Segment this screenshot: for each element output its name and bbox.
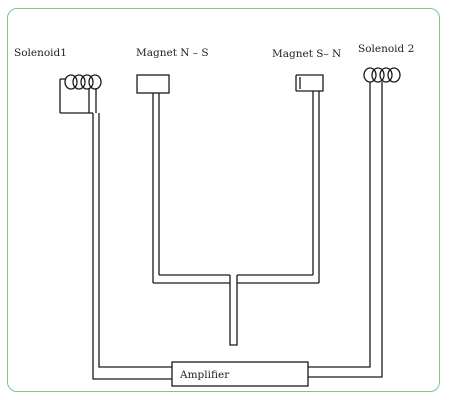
crossbar (153, 274, 319, 284)
magnet-ns (136, 74, 170, 283)
solenoid2-label: Solenoid 2 (358, 43, 414, 55)
magnet-sn-label: Magnet S– N (272, 48, 341, 60)
solenoid2-coil (363, 67, 401, 83)
solenoid1-coil (59, 74, 102, 114)
magnet-ns-label: Magnet N – S (136, 47, 209, 59)
solenoid2-leads (308, 82, 383, 378)
solenoid1-leads (88, 88, 172, 380)
amplifier-label: Amplifier (179, 369, 230, 381)
solenoid1-label: Solenoid1 (14, 47, 67, 59)
magnet-sn (295, 74, 324, 283)
center-stem (229, 275, 238, 346)
diagram-frame (7, 8, 440, 392)
amplifier-box: Amplifier (171, 361, 309, 387)
